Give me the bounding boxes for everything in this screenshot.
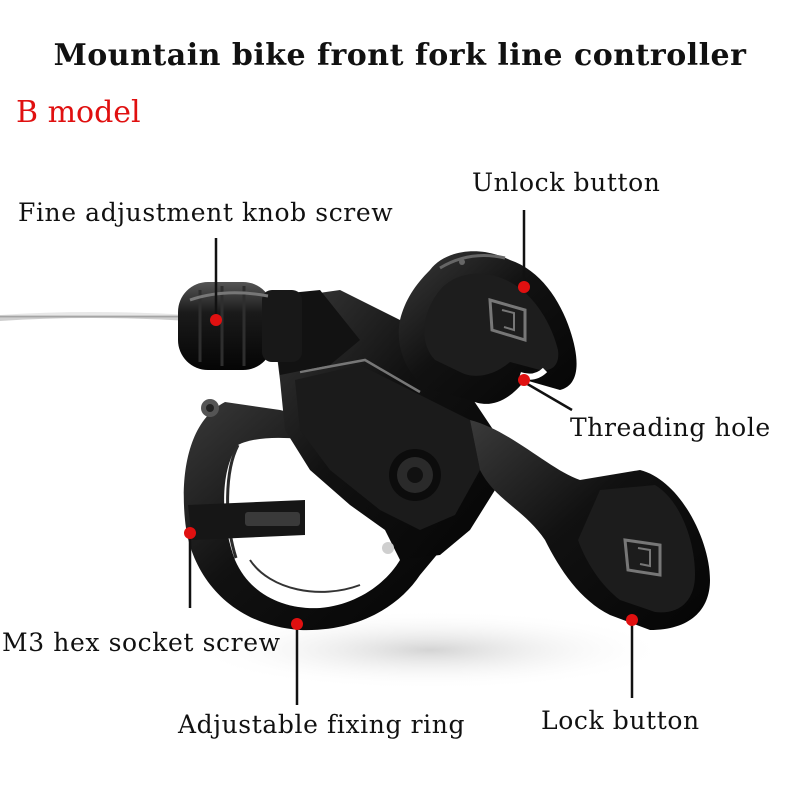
marker-unlock [518, 281, 530, 293]
marker-dots [184, 281, 638, 630]
unlock-paddle [398, 251, 577, 404]
leader-lines [188, 210, 634, 705]
marker-threading-hole [518, 374, 530, 386]
label-fine-adjustment-knob-screw: Fine adjustment knob screw [18, 198, 394, 227]
label-threading-hole: Threading hole [570, 413, 771, 442]
label-lock-button: Lock button [541, 706, 700, 735]
cable [0, 312, 193, 321]
marker-m3-screw [184, 527, 196, 539]
marker-fixing-ring [291, 618, 303, 630]
lock-paddle [470, 420, 710, 630]
label-adjustable-fixing-ring: Adjustable fixing ring [178, 710, 466, 739]
label-m3-hex-socket-screw: M3 hex socket screw [2, 628, 281, 657]
model-label: B model [16, 95, 141, 130]
label-unlock-button: Unlock button [472, 168, 661, 197]
adjustment-knob [178, 282, 360, 375]
marker-lock [626, 614, 638, 626]
page-title: Mountain bike front fork line controller [53, 38, 747, 73]
marker-fine-adjustment [210, 314, 222, 326]
